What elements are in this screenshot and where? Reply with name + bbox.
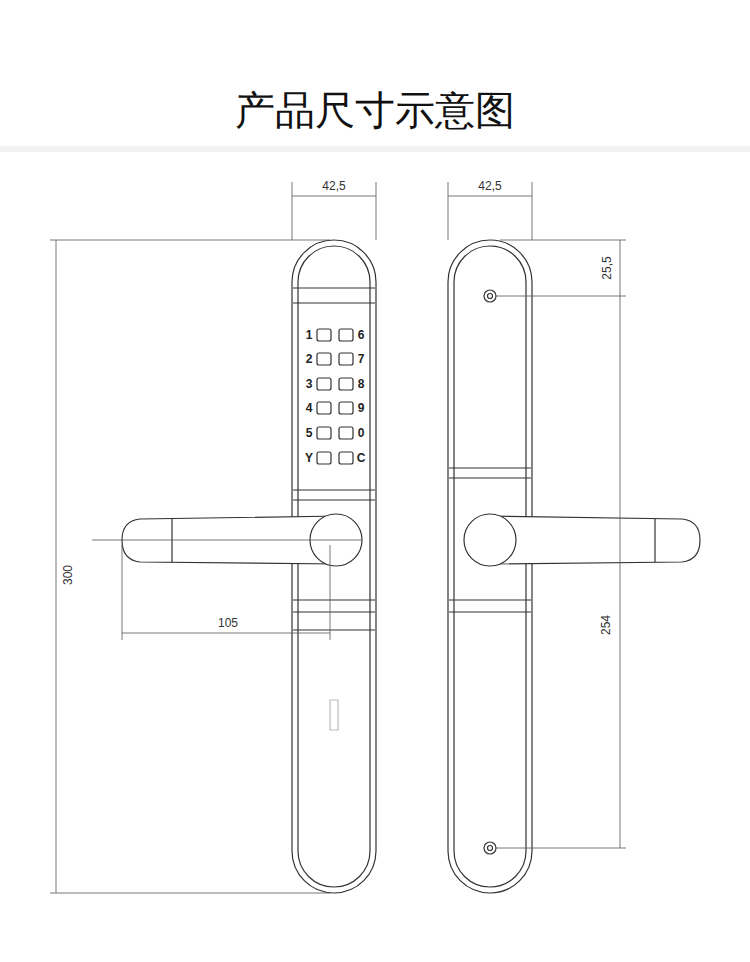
dimension: 300 — [61, 563, 75, 587]
dimension-lines — [50, 182, 626, 893]
dimension: 42,5 — [476, 179, 503, 193]
dimension: 25,5 — [600, 254, 614, 281]
title: 产品尺寸示意图 — [235, 90, 515, 130]
back-plate — [448, 240, 532, 893]
screw-hole — [484, 842, 496, 854]
top-band — [0, 146, 750, 152]
key-label: 4 — [306, 402, 313, 414]
key-label: 0 — [358, 427, 365, 439]
keyhole — [330, 700, 338, 730]
key-label: 1 — [306, 329, 313, 341]
keypad-buttons — [317, 329, 353, 464]
key-label: 5 — [306, 427, 313, 439]
dimension: 105 — [216, 616, 240, 630]
key-label: 3 — [306, 378, 313, 390]
front-plate — [292, 240, 376, 893]
key-label: 2 — [306, 353, 313, 365]
back-hub — [464, 514, 516, 566]
key-label: Y — [305, 452, 313, 464]
back-handle — [486, 516, 700, 564]
screw-hole — [484, 290, 496, 302]
key-label: 9 — [358, 402, 365, 414]
dimension: 254 — [599, 613, 613, 637]
key-label: C — [357, 452, 366, 464]
key-label: 7 — [358, 353, 365, 365]
back-plate-inner — [454, 246, 526, 887]
key-label: 8 — [358, 378, 365, 390]
front-plate-inner — [298, 246, 370, 887]
dimension: 42,5 — [320, 179, 347, 193]
key-label: 6 — [358, 329, 365, 341]
